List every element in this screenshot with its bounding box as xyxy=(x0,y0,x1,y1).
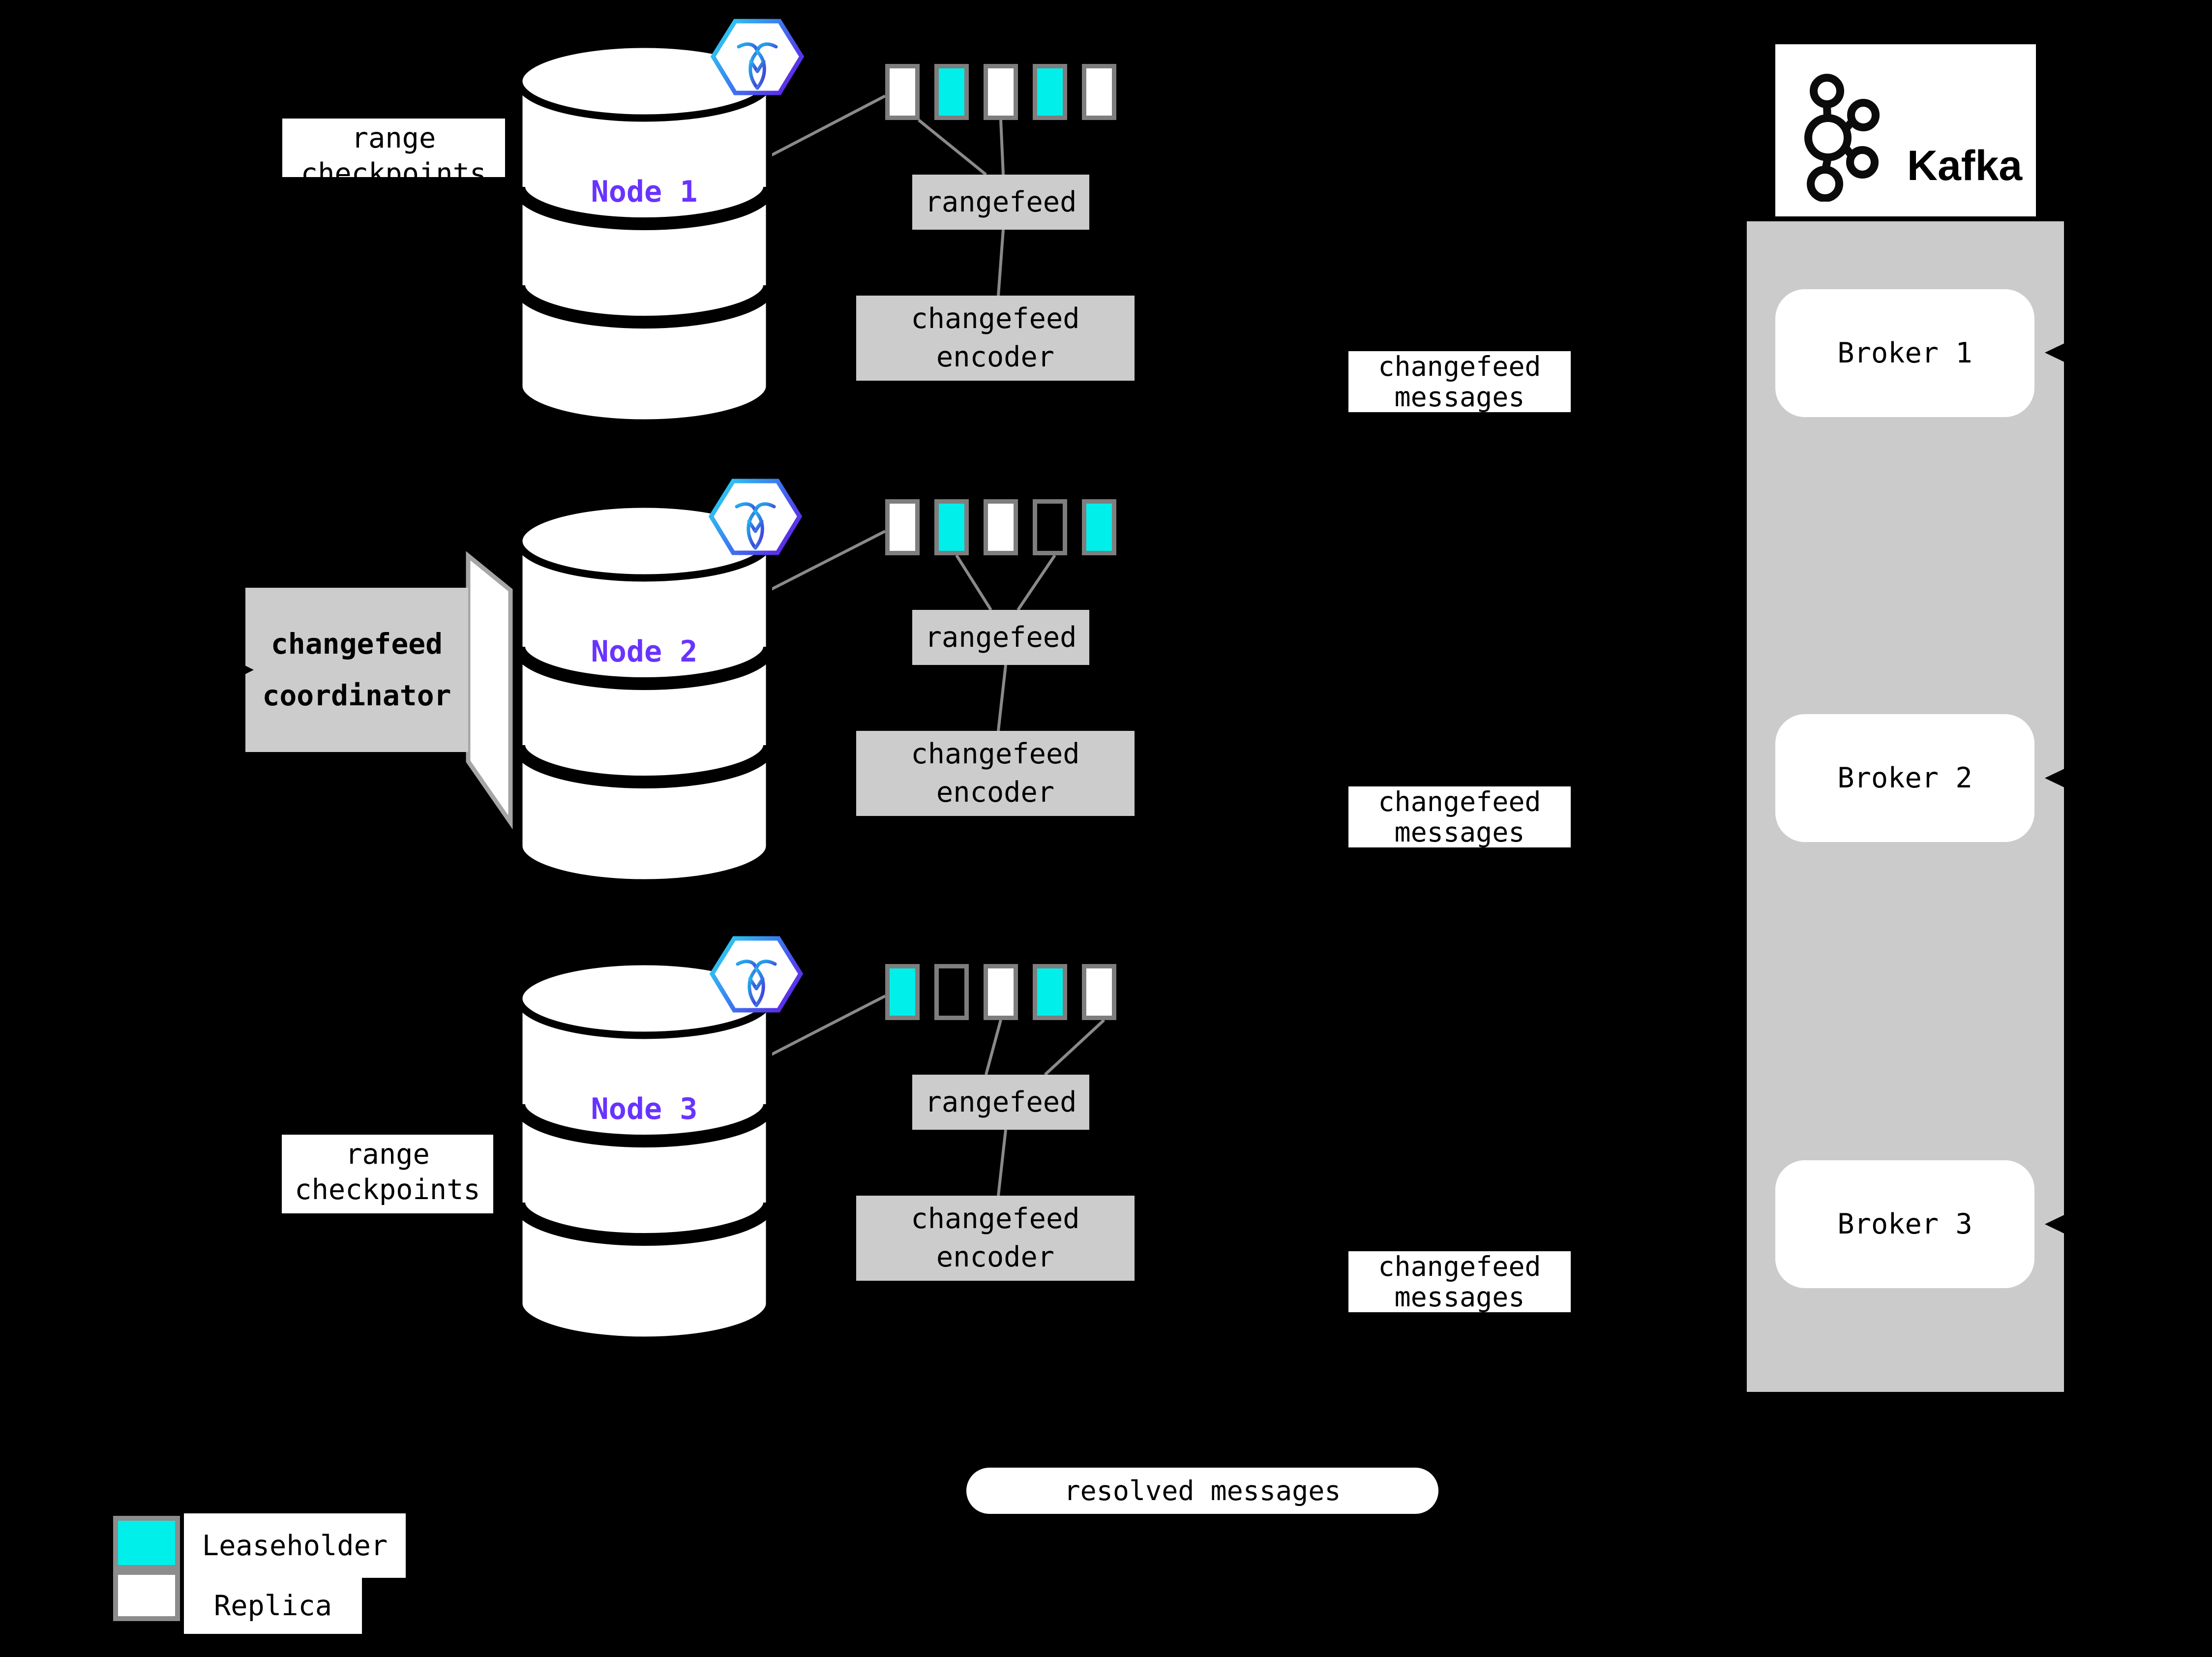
node-1-cylinder xyxy=(516,42,772,425)
kafka-wordmark: Kafka xyxy=(1907,142,2023,189)
range-square-leaseholder xyxy=(1033,964,1067,1020)
range-square-empty xyxy=(934,964,969,1020)
encoder-3-line1: changefeed xyxy=(911,1203,1080,1235)
kafka-logo-box: Kafka xyxy=(1775,44,2036,216)
line-range3b-to-rangefeed xyxy=(985,1020,1002,1075)
legend-replica-label: Replica xyxy=(213,1590,332,1622)
range-square-leaseholder xyxy=(934,499,969,555)
broker-2-label: Broker 2 xyxy=(1837,762,1973,794)
legend-leaseholder-swatch xyxy=(113,1516,180,1570)
node-3-label: Node 3 xyxy=(591,1092,698,1126)
range-square-replica xyxy=(984,499,1018,555)
node-1-ranges-row xyxy=(885,64,1116,120)
changefeed-encoder-box-3: changefeed encoder xyxy=(856,1196,1135,1281)
line-range5-to-rangefeed xyxy=(1044,1019,1106,1076)
range-square-leaseholder xyxy=(885,964,920,1020)
range-square-replica xyxy=(885,64,920,120)
coordinator-line2: coordinator xyxy=(262,679,451,712)
messages-3-line2: messages xyxy=(1394,1281,1525,1312)
line-range2-to-rangefeed xyxy=(955,554,992,611)
changefeed-messages-label-1: changefeed messages xyxy=(1348,351,1571,412)
line-rangefeed2-to-encoder xyxy=(997,664,1007,731)
legend-replica-swatch xyxy=(113,1570,180,1621)
cockroachdb-badge-3 xyxy=(709,936,804,1013)
legend-replica-label-box: Replica xyxy=(184,1578,362,1634)
range-square-replica xyxy=(1082,64,1116,120)
range-checkpoints-3-line2: checkpoints xyxy=(295,1174,480,1206)
resolved-messages-label: resolved messages xyxy=(1064,1475,1341,1506)
range-square-replica xyxy=(1082,964,1116,1020)
legend-leaseholder-label: Leaseholder xyxy=(202,1529,388,1562)
messages-1-line1: changefeed xyxy=(1378,351,1541,382)
encoder-1-line2: encoder xyxy=(936,341,1055,373)
range-checkpoints-label-1: range checkpoints xyxy=(282,119,505,177)
line-node2-to-range xyxy=(764,530,886,594)
cockroachdb-badge-1 xyxy=(710,19,805,95)
encoder-2-line2: encoder xyxy=(936,776,1055,809)
node-2-cylinder xyxy=(516,502,772,885)
rangefeed-box-3: rangefeed xyxy=(912,1075,1089,1130)
node-2-ranges-row xyxy=(885,499,1116,555)
messages-2-line2: messages xyxy=(1394,816,1525,847)
range-square-empty xyxy=(1033,499,1067,555)
range-square-replica xyxy=(885,499,920,555)
kafka-icon xyxy=(1804,74,1880,202)
line-range4-to-rangefeed xyxy=(1016,554,1056,611)
line-range1-to-rangefeed xyxy=(918,119,987,176)
changefeed-messages-label-2: changefeed messages xyxy=(1348,786,1571,847)
messages-3-line1: changefeed xyxy=(1378,1251,1541,1282)
node-3-cylinder xyxy=(516,959,772,1343)
node-1-label: Node 1 xyxy=(591,175,698,209)
legend-leaseholder-label-box: Leaseholder xyxy=(184,1513,406,1578)
line-node3-to-range xyxy=(765,994,886,1059)
line-rangefeed1-to-encoder xyxy=(997,229,1005,296)
encoder-1-line1: changefeed xyxy=(911,302,1080,335)
line-node1-to-range xyxy=(766,94,886,159)
line-range3-to-rangefeed xyxy=(999,120,1005,175)
changefeed-messages-label-3: changefeed messages xyxy=(1348,1251,1571,1312)
changefeed-encoder-box-1: changefeed encoder xyxy=(856,296,1135,381)
range-checkpoints-1-line1: range xyxy=(351,122,436,154)
range-checkpoints-label-3: range checkpoints xyxy=(282,1135,493,1213)
coordinator-flag-shape xyxy=(466,551,513,830)
cockroachdb-badge-2 xyxy=(708,479,803,555)
line-rangefeed3-to-encoder xyxy=(997,1129,1007,1196)
node-2-label: Node 2 xyxy=(591,634,698,669)
broker-1-label: Broker 1 xyxy=(1837,337,1973,369)
kafka-broker-3: Broker 3 xyxy=(1775,1160,2034,1288)
encoder-2-line1: changefeed xyxy=(911,738,1080,770)
changefeed-coordinator-box: changefeed coordinator xyxy=(245,588,468,752)
range-square-leaseholder xyxy=(1082,499,1116,555)
range-checkpoints-1-line2: checkpoints xyxy=(300,157,487,177)
changefeed-encoder-box-2: changefeed encoder xyxy=(856,731,1135,816)
range-square-leaseholder xyxy=(934,64,969,120)
range-checkpoints-3-line1: range xyxy=(345,1138,430,1171)
range-square-replica xyxy=(984,964,1018,1020)
resolved-messages-pill: resolved messages xyxy=(966,1468,1438,1514)
kafka-broker-2: Broker 2 xyxy=(1775,714,2034,842)
range-square-replica xyxy=(984,64,1018,120)
coordinator-line1: changefeed xyxy=(270,627,443,661)
messages-2-line1: changefeed xyxy=(1378,786,1541,817)
rangefeed-box-1: rangefeed xyxy=(912,175,1089,230)
rangefeed-box-2: rangefeed xyxy=(912,610,1089,665)
node-3-ranges-row xyxy=(885,964,1116,1020)
encoder-3-line2: encoder xyxy=(936,1241,1055,1273)
messages-1-line2: messages xyxy=(1394,381,1525,412)
range-square-leaseholder xyxy=(1033,64,1067,120)
broker-3-label: Broker 3 xyxy=(1837,1208,1973,1240)
kafka-broker-1: Broker 1 xyxy=(1775,289,2034,417)
